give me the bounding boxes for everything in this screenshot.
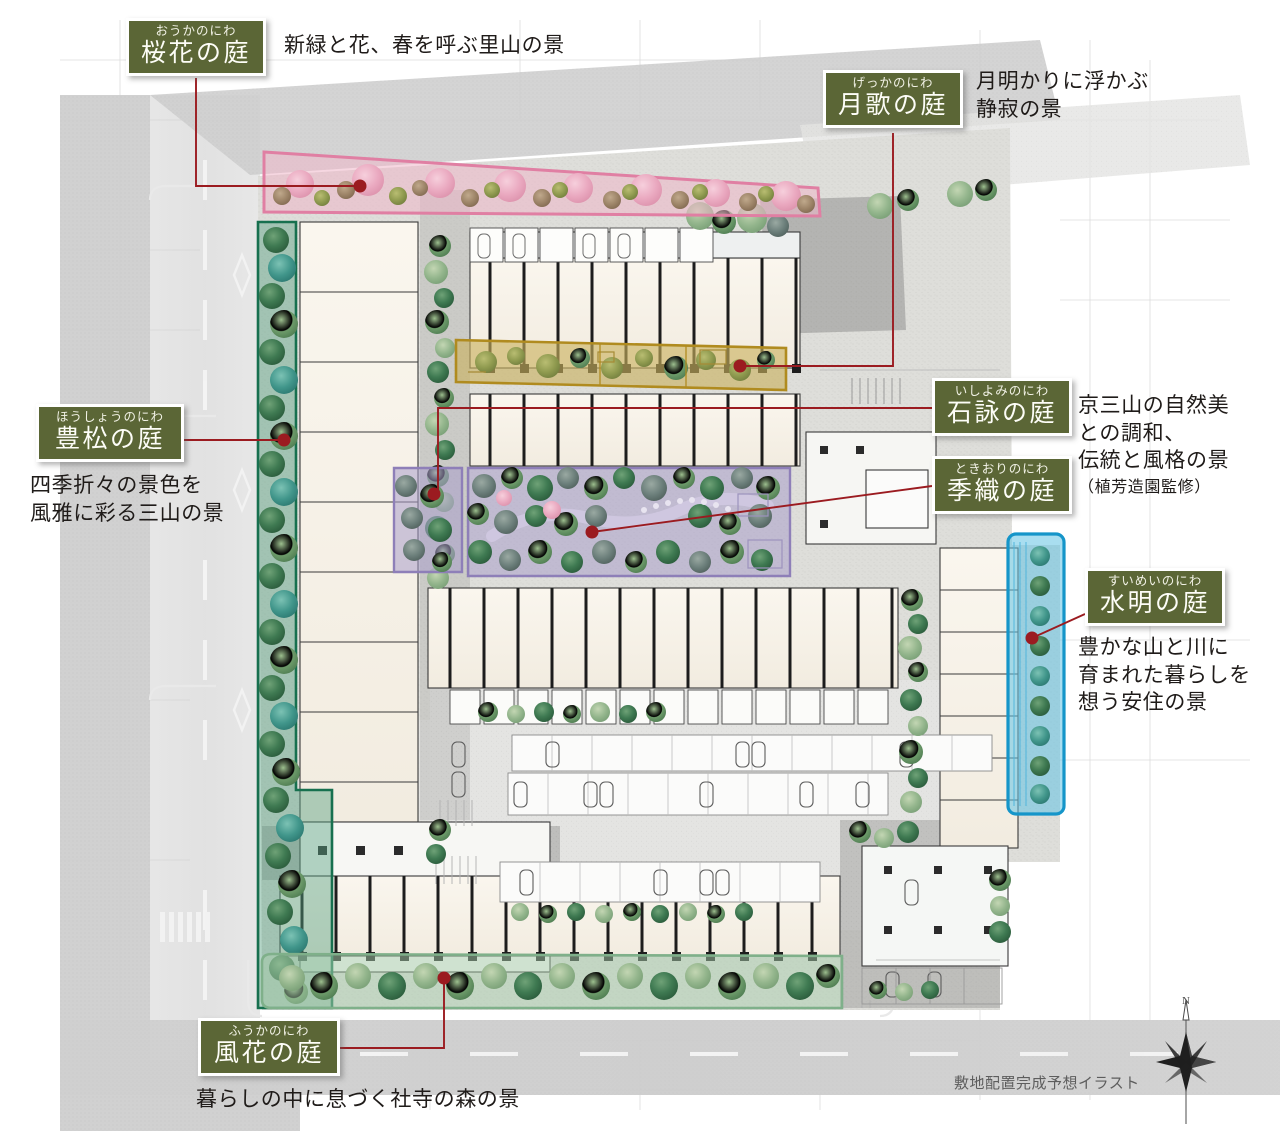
garden-zone-fuuka bbox=[260, 952, 844, 1010]
garden-kana-suimei: すいめいのにわ bbox=[1107, 574, 1203, 588]
garden-name-gekka: 月歌の庭 bbox=[837, 91, 948, 119]
garden-label-houshou: ほうしょうのにわ 豊松の庭 bbox=[36, 404, 184, 462]
garden-kana-ouka: おうかのにわ bbox=[155, 24, 237, 38]
garden-zone-tokiori bbox=[392, 466, 792, 578]
garden-kana-gekka: げっかのにわ bbox=[852, 76, 934, 90]
garden-note-ishiyomi: （植芳造園監修） bbox=[1078, 479, 1211, 496]
garden-label-ouka: おうかのにわ 桜花の庭 bbox=[126, 18, 266, 76]
garden-zone-ouka bbox=[262, 150, 822, 218]
garden-desc-ouka: 新緑と花、春を呼ぶ里山の景 bbox=[284, 33, 565, 57]
garden-label-suimei: すいめいのにわ 水明の庭 bbox=[1085, 568, 1225, 626]
garden-kana-ishiyomi: いしよみのにわ bbox=[954, 384, 1050, 398]
garden-label-tokiori: ときおりのにわ 季織の庭 bbox=[932, 456, 1072, 514]
garden-desc-suimei: 豊かな山と川に 育まれた暮らしを 想う安住の景 bbox=[1078, 635, 1251, 715]
compass-north-label: N bbox=[1182, 995, 1190, 1007]
garden-kana-tokiori: ときおりのにわ bbox=[954, 462, 1050, 476]
garden-desc-gekka: 月明かりに浮かぶ 静寂の景 bbox=[976, 69, 1149, 121]
garden-zone-houshou bbox=[256, 220, 334, 1010]
garden-label-gekka: げっかのにわ 月歌の庭 bbox=[823, 70, 963, 128]
garden-zone-suimei bbox=[1006, 532, 1066, 816]
garden-name-tokiori: 季織の庭 bbox=[946, 477, 1057, 505]
garden-desc-fuuka: 暮らしの中に息づく社寺の森の景 bbox=[196, 1087, 520, 1111]
leader-lines bbox=[176, 78, 1086, 1049]
garden-kana-fuuka: ふうかのにわ bbox=[228, 1024, 310, 1038]
garden-name-houshou: 豊松の庭 bbox=[54, 425, 165, 453]
garden-label-fuuka: ふうかのにわ 風花の庭 bbox=[198, 1018, 340, 1076]
leader-dots bbox=[277, 179, 1039, 985]
garden-name-suimei: 水明の庭 bbox=[1099, 589, 1210, 617]
garden-kana-houshou: ほうしょうのにわ bbox=[55, 410, 164, 424]
garden-name-fuuka: 風花の庭 bbox=[213, 1039, 324, 1067]
garden-zone-ishiyomi bbox=[454, 338, 788, 392]
garden-name-ishiyomi: 石詠の庭 bbox=[946, 399, 1057, 427]
garden-desc-houshou: 四季折々の景色を 風雅に彩る三山の景 bbox=[30, 473, 225, 525]
compass-rose bbox=[1156, 999, 1216, 1124]
garden-label-ishiyomi: いしよみのにわ 石詠の庭 bbox=[932, 378, 1072, 436]
figure-caption: 敷地配置完成予想イラスト bbox=[954, 1075, 1140, 1092]
garden-desc-ishiyomi: 京三山の自然美 との調和、 伝統と風格の景 bbox=[1078, 393, 1230, 473]
garden-name-ouka: 桜花の庭 bbox=[140, 39, 251, 67]
